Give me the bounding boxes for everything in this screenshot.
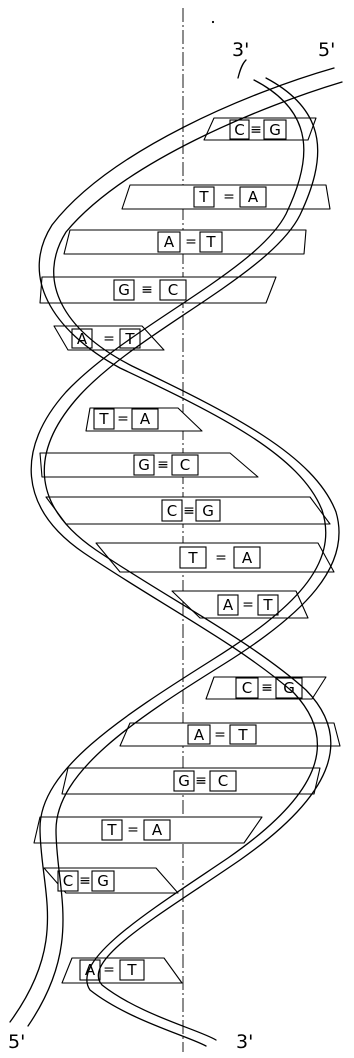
left-base-label: T (198, 188, 209, 206)
left-base-label: C (242, 679, 252, 697)
right-base-label: G (269, 121, 281, 139)
left-base-label: G (178, 772, 190, 790)
left-base-label: T (187, 549, 198, 567)
right-base-label: A (242, 549, 253, 567)
base-pair-row: C ≡ G (44, 868, 178, 893)
bottom-left-end-label: 5' (8, 1031, 25, 1053)
base-pair-row: A = T (62, 958, 182, 983)
right-base-label: C (168, 281, 178, 299)
bottom-right-end-label: 3' (236, 1031, 253, 1053)
bond-symbol: = (117, 411, 129, 427)
bond-symbol: = (185, 234, 197, 250)
left-base-label: G (138, 456, 150, 474)
left-base-label: A (85, 961, 96, 979)
base-pair-row: G ≡ C (62, 768, 320, 794)
bond-symbol: = (215, 550, 227, 566)
bond-symbol: ≡ (141, 282, 153, 298)
base-pair-row: C ≡ G (46, 497, 330, 524)
top-left-end-label: 3' (232, 39, 249, 61)
base-pair-row: T = A (96, 543, 334, 572)
bond-symbol: ≡ (250, 122, 262, 138)
base-pair-row: T = A (122, 185, 330, 209)
bond-symbol: = (214, 727, 226, 743)
left-base-label: A (164, 233, 175, 251)
base-pair-row: A = T (120, 723, 340, 746)
base-pair-row: A = T (54, 326, 164, 350)
bond-symbol: = (103, 962, 115, 978)
right-base-label: G (202, 502, 214, 520)
right-base-label: T (262, 596, 273, 614)
bond-symbol: ≡ (157, 457, 169, 473)
left-base-label: A (223, 596, 234, 614)
right-base-label: A (152, 821, 163, 839)
right-base-label: T (237, 726, 248, 744)
top-left-label-tick (238, 60, 246, 78)
top-right-end-label: 5' (318, 39, 335, 61)
right-base-label: A (140, 410, 151, 428)
bond-symbol: ≡ (261, 680, 273, 696)
left-base-label: T (106, 821, 117, 839)
rung-bar (40, 277, 276, 303)
left-base-label: C (167, 502, 177, 520)
base-pair-row: T = A (86, 408, 202, 431)
right-base-label: C (180, 456, 190, 474)
left-base-label: G (118, 281, 130, 299)
base-pair-row: A = T (64, 230, 306, 254)
bond-symbol: = (242, 597, 254, 613)
bond-symbol: = (103, 331, 115, 347)
bond-symbol: ≡ (183, 503, 195, 519)
right-base-label: A (248, 188, 259, 206)
base-pair-row: G ≡ C (40, 277, 276, 303)
left-base-label: A (194, 726, 205, 744)
right-base-label: C (218, 772, 228, 790)
bond-symbol: ≡ (79, 873, 91, 889)
base-pair-row: T = A (34, 817, 262, 843)
base-pair-row: G ≡ C (40, 453, 258, 477)
left-base-label: C (234, 121, 244, 139)
stray-dot (212, 21, 214, 23)
right-base-label: G (97, 872, 109, 890)
base-pair-row: C ≡ G (206, 677, 326, 699)
base-pair-row: C ≡ G (204, 118, 316, 140)
right-base-label: T (205, 233, 216, 251)
left-base-label: T (98, 410, 109, 428)
bond-symbol: = (127, 822, 139, 838)
bond-symbol: = (223, 189, 235, 205)
right-base-label: T (126, 961, 137, 979)
bond-symbol: ≡ (195, 773, 207, 789)
left-base-label: C (63, 872, 73, 890)
